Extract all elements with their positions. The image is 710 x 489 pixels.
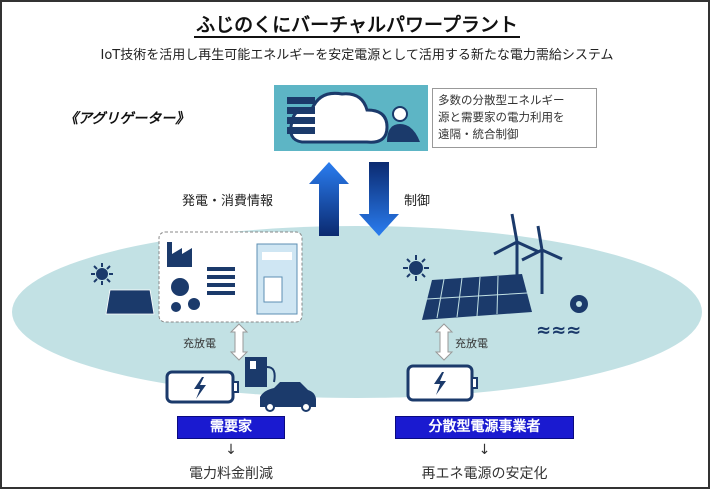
page-title: ふじのくにバーチャルパワープラント: [2, 10, 708, 38]
description-line: 多数の分散型エネルギー: [438, 93, 565, 107]
battery-icon-right: [406, 364, 478, 402]
provider-label: 分散型電源事業者: [395, 416, 574, 439]
charge-arrow-left: [229, 323, 249, 361]
provider-down-arrow: ↓: [478, 442, 491, 458]
subtitle: IoT技術を活用し再生可能エネルギーを安定電源として活用する新たな電力需給システ…: [100, 48, 614, 63]
car-icon: [260, 382, 316, 412]
ev-charger-icon: [245, 357, 276, 387]
up-arrow-icon: [309, 162, 349, 236]
consumer-down-arrow: ↓: [225, 442, 237, 458]
appliances-icon: [256, 243, 298, 315]
solar-panel-right-grid: [426, 275, 528, 319]
stacked-panels-icon: [207, 267, 235, 295]
provider-charge-label: 充放電: [455, 337, 488, 350]
sun-icon-right: [403, 255, 429, 281]
down-arrow-icon: [359, 162, 399, 236]
aggregator-description: 多数の分散型エネルギー 源と需要家の電力利用を 遠隔・統合制御: [432, 88, 597, 148]
consumer-label: 需要家: [177, 416, 285, 439]
solar-panel-right: [422, 274, 532, 320]
consumer-result: 電力料金削減: [189, 466, 273, 482]
factory-icon: [167, 242, 192, 267]
aggregator-label: 《アグリゲーター》: [64, 111, 190, 127]
gear-icon: [171, 278, 200, 312]
charge-arrow-right: [434, 323, 454, 361]
sun-icon-left: [91, 263, 113, 285]
aggregator-cloud-icon: [274, 85, 428, 151]
consumer-charge-label: 充放電: [183, 337, 216, 350]
description-line: 源と需要家の電力利用を: [438, 110, 565, 124]
gear-icon-right: [570, 295, 588, 313]
up-arrow-label: 発電・消費情報: [182, 194, 274, 209]
solar-panel-left: [105, 289, 155, 315]
provider-result: 再エネ電源の安定化: [421, 466, 548, 482]
wind-turbine-icon: [493, 213, 563, 294]
title-text: ふじのくにバーチャルパワープラント: [194, 14, 520, 38]
down-arrow-label: 制御: [404, 194, 431, 209]
battery-icon-left: [165, 370, 239, 404]
description-line: 遠隔・統合制御: [438, 127, 519, 141]
water-waves-icon: ≈≈≈: [536, 320, 582, 341]
